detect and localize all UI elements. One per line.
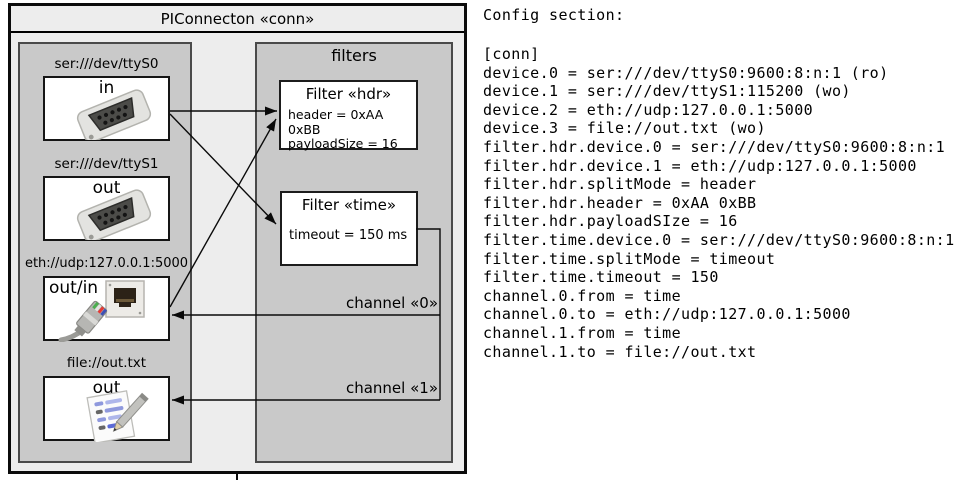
filter-properties: header = 0xAA 0xBB payloadSize = 16 [288,107,416,152]
config-line: filter.hdr.header = 0xAA 0xBB [483,193,757,212]
frame-anchor-tick [236,474,238,480]
filter-node-time: Filter «time» timeout = 150 ms [280,191,418,266]
diagram-title: PIConnecton «conn» [11,6,464,33]
connection-diagram: PIConnecton «conn» filters ser:///dev/tt… [0,0,480,484]
filter-property: payloadSize = 16 [288,136,398,151]
config-line: device.0 = ser:///dev/ttyS0:9600:8:n:1 (… [483,63,889,82]
filter-title: Filter «time» [301,196,397,214]
config-line: channel.1.from = time [483,323,682,342]
device-uri-label: file://out.txt [66,355,147,371]
ethernet-jack-icon [105,280,145,318]
filter-node-hdr: Filter «hdr» header = 0xAA 0xBB payloadS… [279,80,418,152]
notepad-pencil-icon [86,390,149,442]
config-line: channel.0.to = eth://udp:127.0.0.1:5000 [483,305,851,324]
channel-0-label: channel «0» [345,294,438,312]
config-line: filter.hdr.splitMode = header [483,175,757,194]
filter-title: Filter «hdr» [305,85,392,103]
filter-property: timeout = 150 ms [289,228,408,243]
config-heading: Config section: [483,6,625,24]
device-node-file: out [43,376,170,442]
config-line: filter.hdr.payloadSIze = 16 [483,212,738,231]
config-line: channel.1.to = file://out.txt [483,342,757,361]
config-line: channel.0.from = time [483,286,682,305]
device-uri-label: eth://udp:127.0.0.1:5000 [24,256,189,271]
filter-properties: timeout = 150 ms [289,228,416,244]
device-uri-label: ser:///dev/ttyS0 [54,56,159,72]
device-node-udp: out/in [43,276,170,342]
config-line: filter.hdr.device.1 = eth://udp:127.0.0.… [483,156,917,175]
channel-1-label: channel «1» [345,379,438,397]
serial-db9-icon [76,189,152,240]
port-label: in [98,78,115,98]
config-line: device.3 = file://out.txt (wo) [483,119,766,138]
serial-db9-icon [76,89,152,140]
config-line: filter.time.splitMode = timeout [483,249,776,268]
device-node-ttyS0: in [43,76,170,141]
config-section: Config section: [conn] device.0 = ser://… [483,0,964,484]
port-label: out [92,178,121,198]
config-line: filter.time.device.0 = ser:///dev/ttyS0:… [483,230,955,249]
config-lines: [conn] device.0 = ser:///dev/ttyS0:9600:… [483,45,955,361]
config-line: device.2 = eth://udp:127.0.0.1:5000 [483,100,814,119]
config-line: device.1 = ser:///dev/ttyS1:115200 (wo) [483,82,851,101]
device-uri-label: ser:///dev/ttyS1 [54,156,159,172]
filters-panel-title: filters [331,46,377,65]
filter-property: header = 0xAA 0xBB [288,107,384,137]
port-label: out/in [49,278,99,298]
ethernet-plug-icon [58,300,108,342]
config-line: [conn] [483,45,540,63]
config-line: filter.hdr.device.0 = ser:///dev/ttyS0:9… [483,137,946,156]
device-node-ttyS1: out [43,176,170,241]
config-line: filter.time.timeout = 150 [483,268,719,287]
